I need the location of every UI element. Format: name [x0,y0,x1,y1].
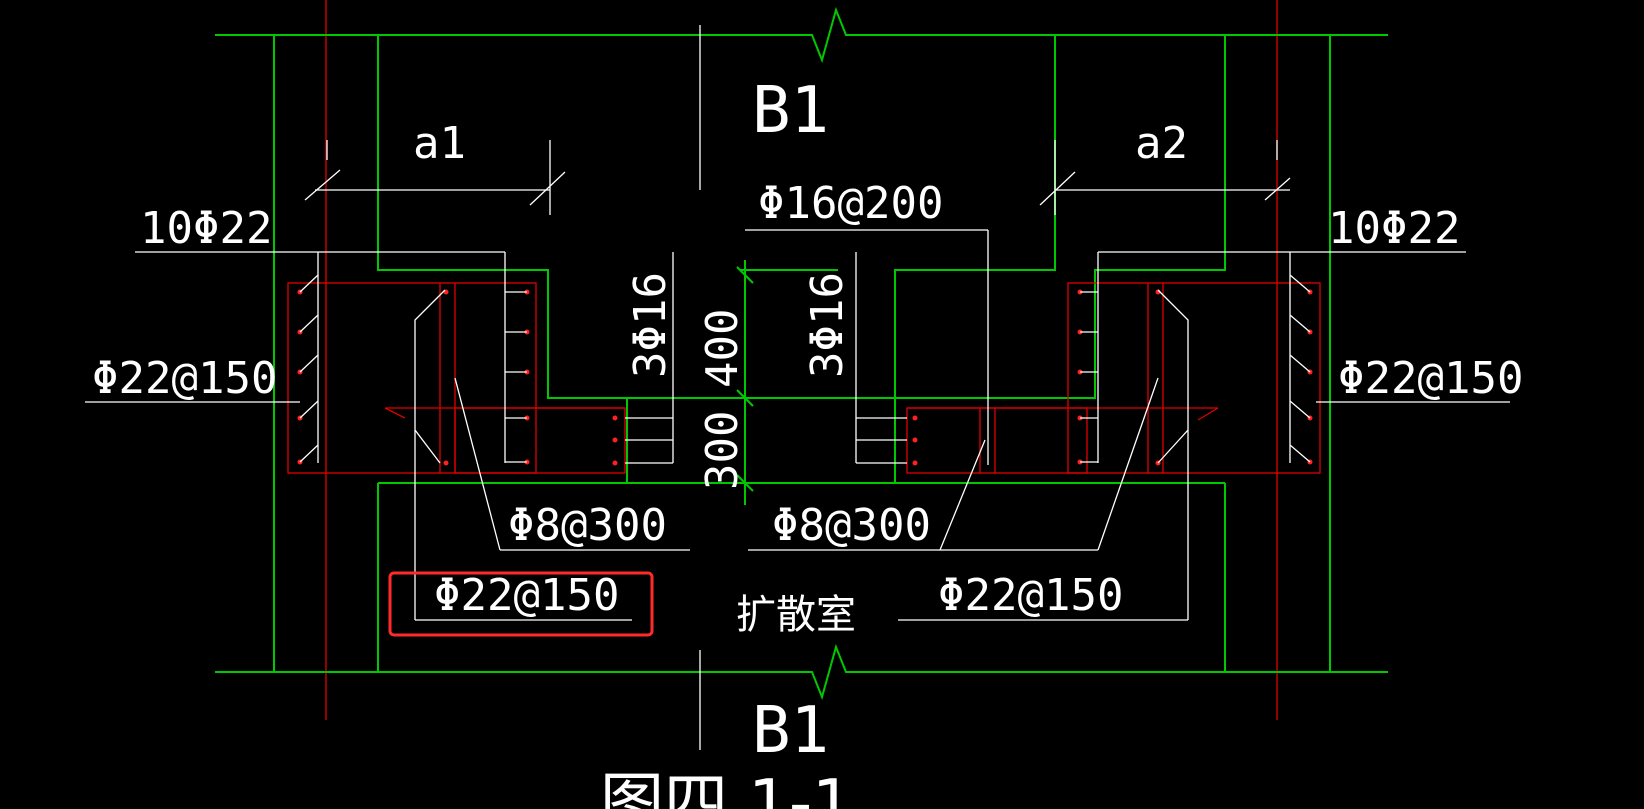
section-label-top: B1 [752,74,829,148]
rebar-dot [912,460,918,466]
rebar-dot [443,460,449,466]
rebar-label-phi22-150-left: Φ22@150 [92,353,277,404]
rebar-label-phi22-150-bottom-right: Φ22@150 [938,570,1123,621]
rebar-hook [299,314,319,333]
rebar-hook [1289,274,1311,293]
rebar-label-10phi22-right: 10Φ22 [1328,203,1460,254]
rebar-label-phi8-300-left: Φ8@300 [508,500,667,551]
dimension-300-label: 300 [697,411,748,490]
drawing-caption: 图四 1-1 [600,767,853,809]
rebar-dot [612,460,618,466]
rebar-label-phi8-300-right: Φ8@300 [772,500,931,551]
section-label-bottom: B1 [752,694,829,768]
dimension-a1-label: a1 [413,118,466,169]
rebar-hook [299,400,319,419]
rebar-dot [912,437,918,443]
rebar-dot [612,415,618,421]
rebar-label-10phi22-left: 10Φ22 [140,203,272,254]
rebar-label-phi22-150-bottom-left: Φ22@150 [434,570,619,621]
dimension-400-300 [736,260,838,505]
rebar-hook [1289,314,1311,333]
rebar-lines [85,25,1510,750]
rebar-dot [612,437,618,443]
rebar-label-3phi16-right: 3Φ16 [802,272,853,378]
rebar-hook [1289,400,1311,419]
rebar-hook [299,444,319,463]
rebar-hook [299,274,319,293]
rebar-label-phi22-150-right: Φ22@150 [1338,353,1523,404]
highlight-box [388,571,654,637]
rebar-hook [1289,354,1311,373]
rebar-cage-right [906,282,1321,474]
dimension-a2-label: a2 [1135,118,1188,169]
rebar-hook [299,354,319,373]
rebar-label-phi16-200: Φ16@200 [758,178,943,229]
room-label: 扩散室 [736,592,856,638]
rebar-label-3phi16-left: 3Φ16 [625,272,676,378]
rebar-dot [912,415,918,421]
axis-lines [325,0,1278,720]
rebar-hook [1289,444,1311,463]
rebar-cage-left [287,282,626,474]
dimension-400-label: 400 [697,309,748,388]
